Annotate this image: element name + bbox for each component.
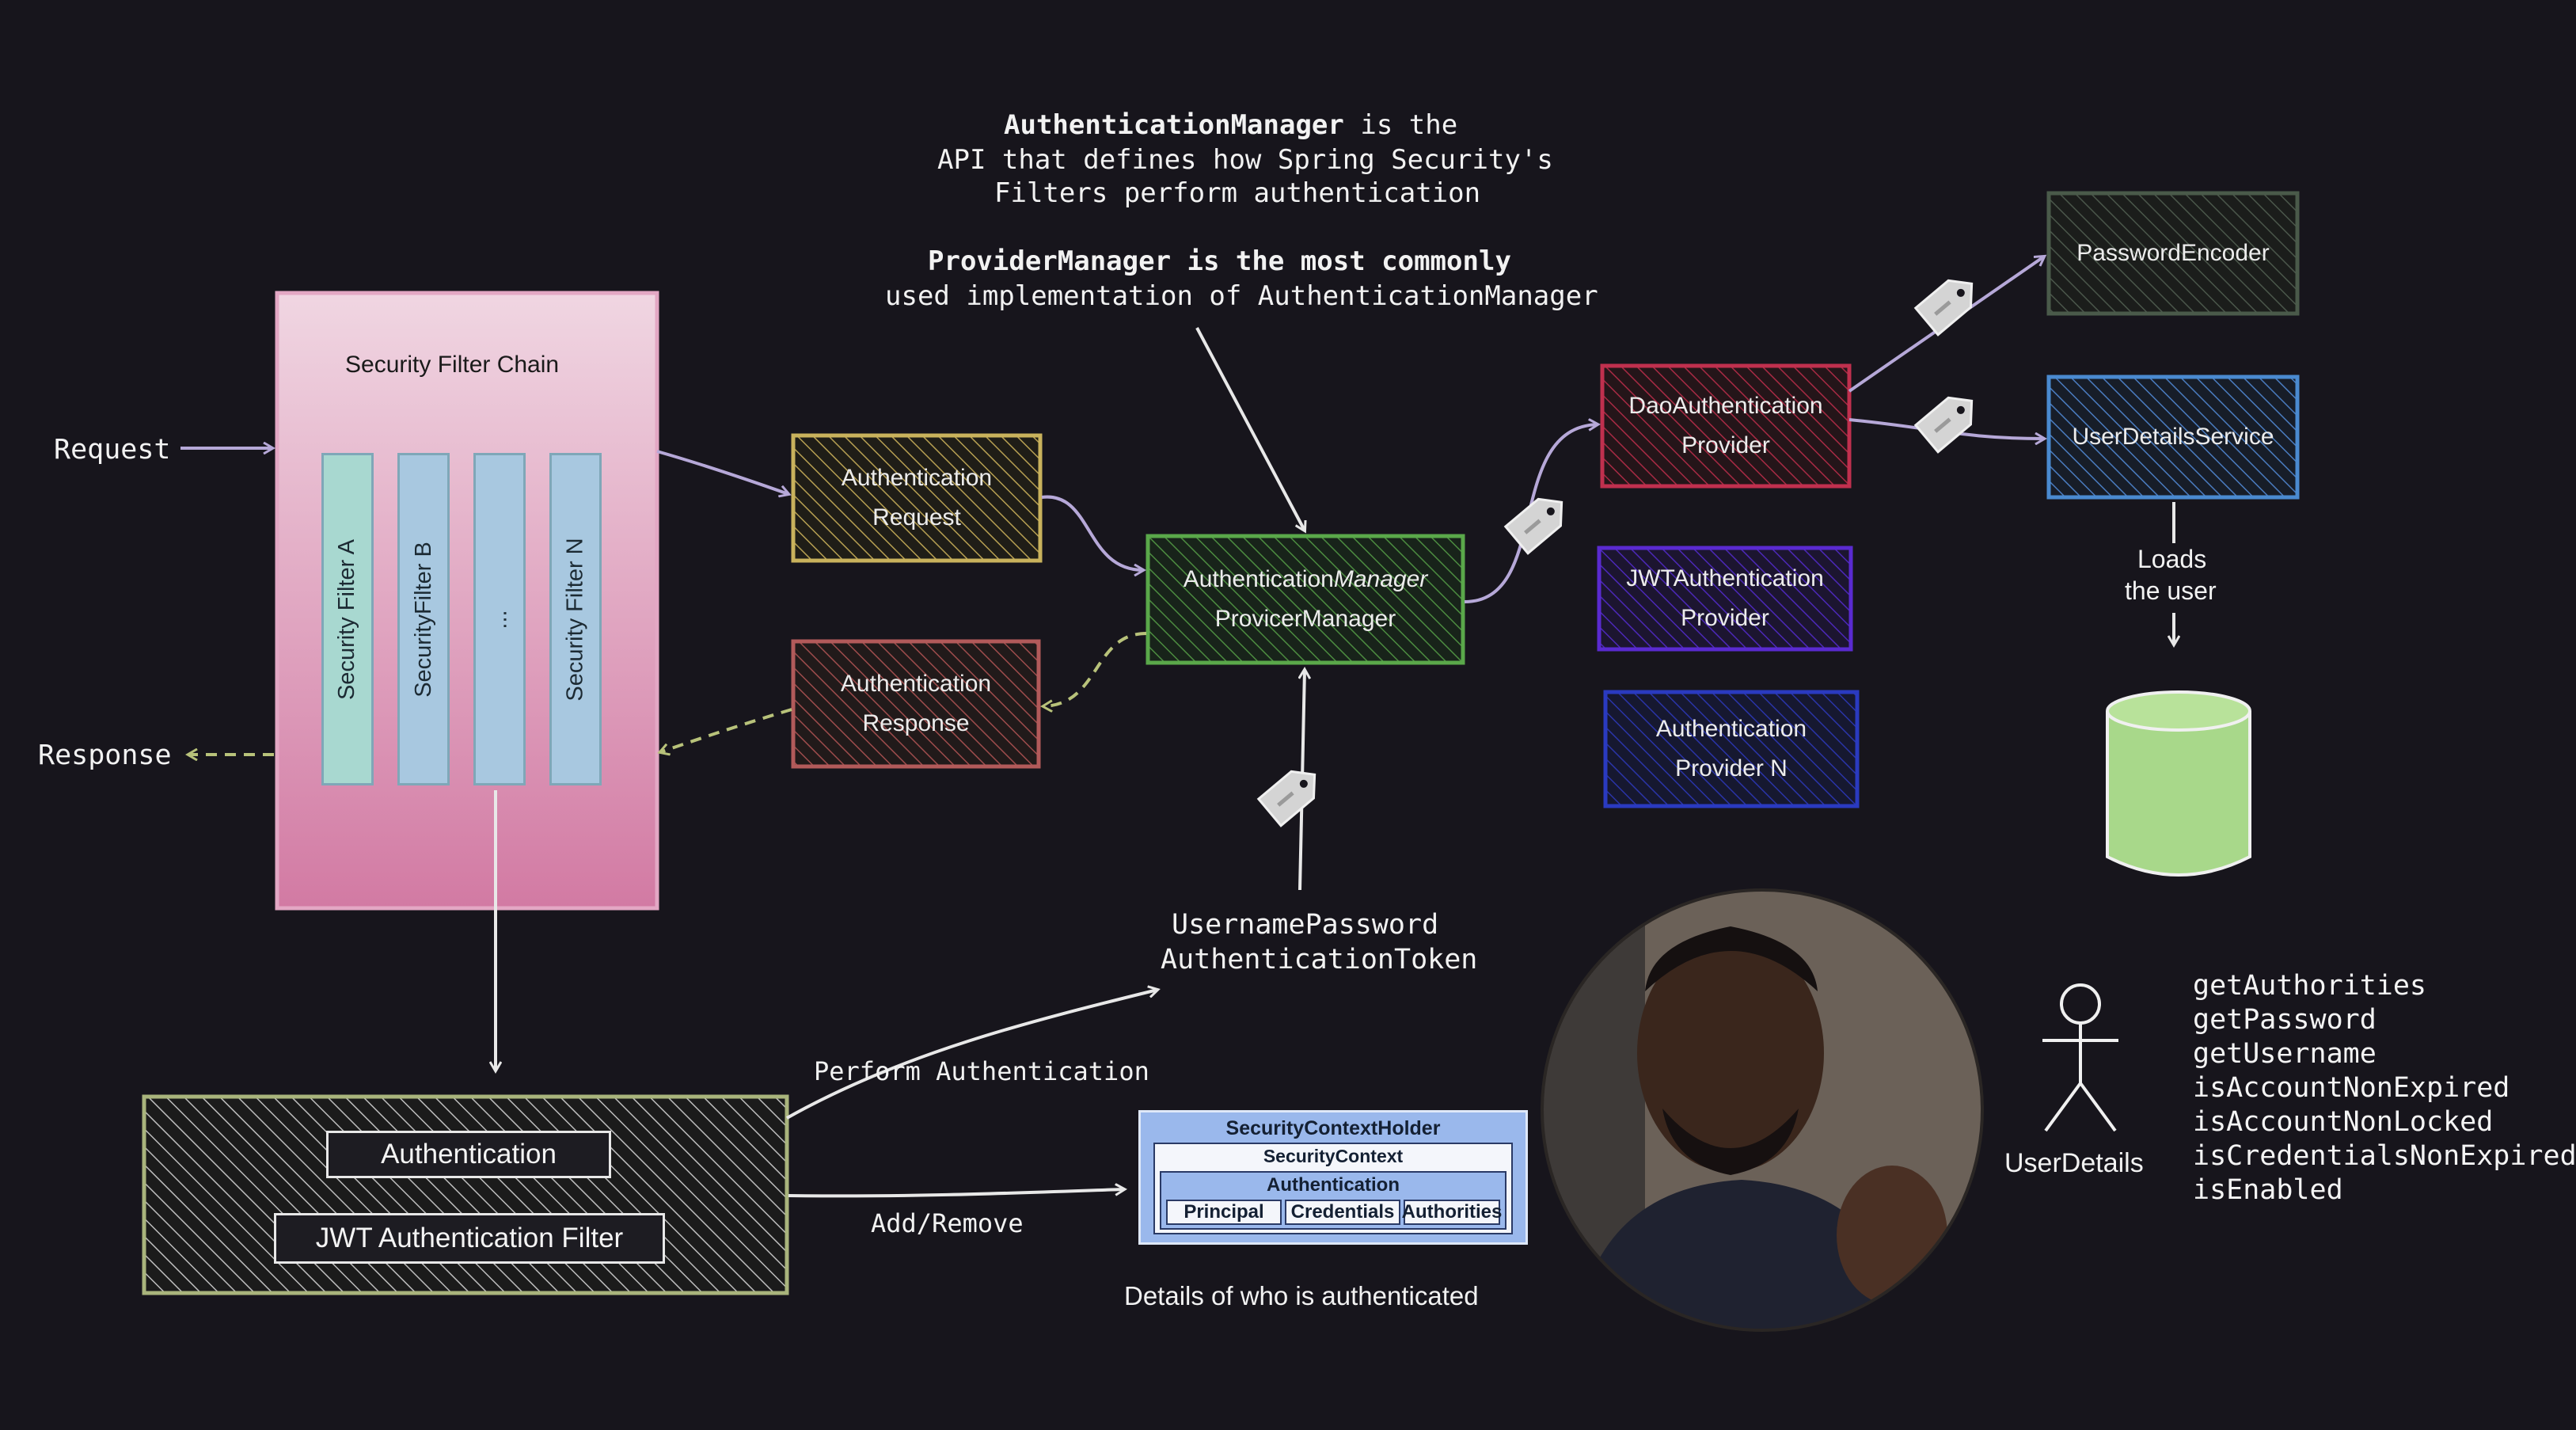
- authentication-pill: Authentication: [326, 1131, 611, 1178]
- auth-manager-fill: [1146, 534, 1465, 665]
- auth-response-fill: [791, 639, 1041, 769]
- intro-line-2: API that defines how Spring Security's: [937, 144, 1553, 176]
- provider-manager-line: ProvicerManager: [1214, 606, 1396, 632]
- dao-provider-fill: [1600, 363, 1852, 489]
- auth-request-box: Authentication Request: [793, 435, 1040, 561]
- method-item: getUsername: [2193, 1038, 2377, 1070]
- security-context: SecurityContext Authentication Principal…: [1153, 1143, 1513, 1234]
- response-to-chain: [660, 708, 792, 752]
- auth-request-line-1: Authentication: [841, 465, 993, 491]
- chain-to-request: [656, 450, 788, 494]
- password-encoder-fill: [2046, 191, 2300, 316]
- principal-cell: Principal: [1166, 1200, 1282, 1225]
- provider-n-box: Authentication Provider N: [1605, 692, 1857, 806]
- intro-line-1-rest: is the: [1343, 109, 1458, 141]
- jwt-provider-line-2: Provider: [1681, 605, 1769, 631]
- perform-auth-arrow: [786, 990, 1157, 1120]
- user-details-service-label: UserDetailsService: [2072, 424, 2274, 450]
- details-caption: Details of who is authenticated: [1124, 1281, 1479, 1310]
- security-filter-ellipsis-label: ...: [486, 609, 512, 629]
- provider-n-line-1: Authentication: [1655, 716, 1807, 742]
- key-tag-icon: [1913, 279, 1974, 337]
- auth-manager-prefix: Authentication: [1183, 566, 1334, 592]
- auth-request-fill: [791, 433, 1043, 563]
- password-encoder-label: PasswordEncoder: [2076, 240, 2270, 266]
- context-authentication: Authentication Principal Credentials Aut…: [1160, 1171, 1506, 1230]
- person-icon: [2042, 983, 2118, 1132]
- security-context-holder: SecurityContextHolder SecurityContext Au…: [1138, 1110, 1528, 1245]
- response-label: Response: [38, 740, 172, 771]
- auth-response-line-1: Authentication: [840, 671, 992, 697]
- auth-manager-line-1: AuthenticationManager: [1184, 560, 1428, 599]
- jwt-filter-pill: JWT Authentication Filter: [274, 1213, 665, 1264]
- request-to-manager: [1041, 495, 1143, 570]
- security-filter-a-label: Security Filter A: [334, 538, 360, 700]
- add-remove-label: Add/Remove: [871, 1208, 1024, 1238]
- dao-provider-line-1: DaoAuthentication: [1628, 393, 1823, 419]
- intro-line-3: Filters perform authentication: [994, 177, 1481, 209]
- key-tag-icon: [1503, 497, 1563, 555]
- method-item: isCredentialsNonExpired: [2193, 1140, 2576, 1172]
- security-filter-a: Security Filter A: [321, 453, 374, 785]
- security-filter-b-label: SecurityFilter B: [410, 541, 436, 698]
- method-item: getAuthorities: [2193, 970, 2427, 1002]
- provider-n-line-2: Provider N: [1675, 755, 1788, 782]
- intro-line-4: ProviderManager is the most commonly: [928, 245, 1511, 277]
- context-authentication-label: Authentication: [1267, 1174, 1400, 1196]
- security-filter-n-label: Security Filter N: [562, 537, 588, 702]
- method-item: isAccountNonExpired: [2193, 1072, 2510, 1104]
- loads-user-line-2: the user: [2125, 576, 2217, 605]
- user-details-service-fill: [2046, 375, 2300, 500]
- perform-auth-label: Perform Authentication: [814, 1056, 1149, 1086]
- user-details-label: UserDetails: [2004, 1148, 2144, 1178]
- token-line-2: AuthenticationToken: [1161, 944, 1478, 976]
- intro-line-5: used implementation of AuthenticationMan…: [885, 280, 1598, 312]
- security-filter-b: SecurityFilter B: [397, 453, 450, 785]
- method-item: isAccountNonLocked: [2193, 1106, 2494, 1138]
- method-item: getPassword: [2193, 1004, 2377, 1036]
- dao-provider-box: DaoAuthentication Provider: [1602, 366, 1849, 486]
- intro-line-1-bold: AuthenticationManager: [1004, 109, 1344, 141]
- security-filter-n: Security Filter N: [549, 453, 602, 785]
- security-filter-ellipsis: ...: [473, 453, 526, 785]
- filter-chain-title: Security Filter Chain: [345, 352, 560, 378]
- presenter-video: [1541, 888, 1984, 1332]
- key-tag-icon: [1256, 770, 1316, 827]
- jwt-provider-fill: [1597, 546, 1853, 652]
- database-icon: [2106, 690, 2251, 877]
- intro-pointer: [1195, 327, 1305, 531]
- holder-label: SecurityContextHolder: [1225, 1117, 1441, 1139]
- auth-response-line-2: Response: [862, 710, 970, 736]
- token-line-1: UsernamePassword: [1172, 909, 1439, 941]
- auth-response-box: Authentication Response: [793, 641, 1039, 766]
- jwt-provider-box: JWTAuthentication Provider: [1599, 548, 1851, 649]
- key-tag-icon: [1913, 396, 1974, 454]
- auth-request-line-2: Request: [872, 504, 961, 531]
- manager-to-response: [1043, 632, 1147, 706]
- intro-line-1: AuthenticationManager is the: [1004, 109, 1457, 141]
- user-details-service-box: UserDetailsService: [2049, 377, 2297, 497]
- password-encoder-box: PasswordEncoder: [2049, 193, 2297, 314]
- dao-provider-line-2: Provider: [1681, 432, 1770, 458]
- authorities-cell: Authorities: [1402, 1200, 1502, 1225]
- request-label: Request: [54, 434, 171, 466]
- jwt-provider-line-1: JWTAuthentication: [1626, 565, 1824, 591]
- auth-manager-italic: Manager: [1333, 566, 1428, 592]
- add-remove-arrow: [788, 1189, 1124, 1198]
- auth-manager-box: AuthenticationManager ProvicerManager: [1148, 536, 1463, 663]
- loads-user-line-1: Loads: [2137, 545, 2207, 573]
- provider-n-fill: [1603, 690, 1860, 808]
- credentials-cell: Credentials: [1285, 1200, 1400, 1225]
- user-details-methods: getAuthorities getPassword getUsername i…: [2193, 969, 2576, 1208]
- context-label: SecurityContext: [1263, 1146, 1404, 1166]
- method-item: isEnabled: [2193, 1174, 2343, 1206]
